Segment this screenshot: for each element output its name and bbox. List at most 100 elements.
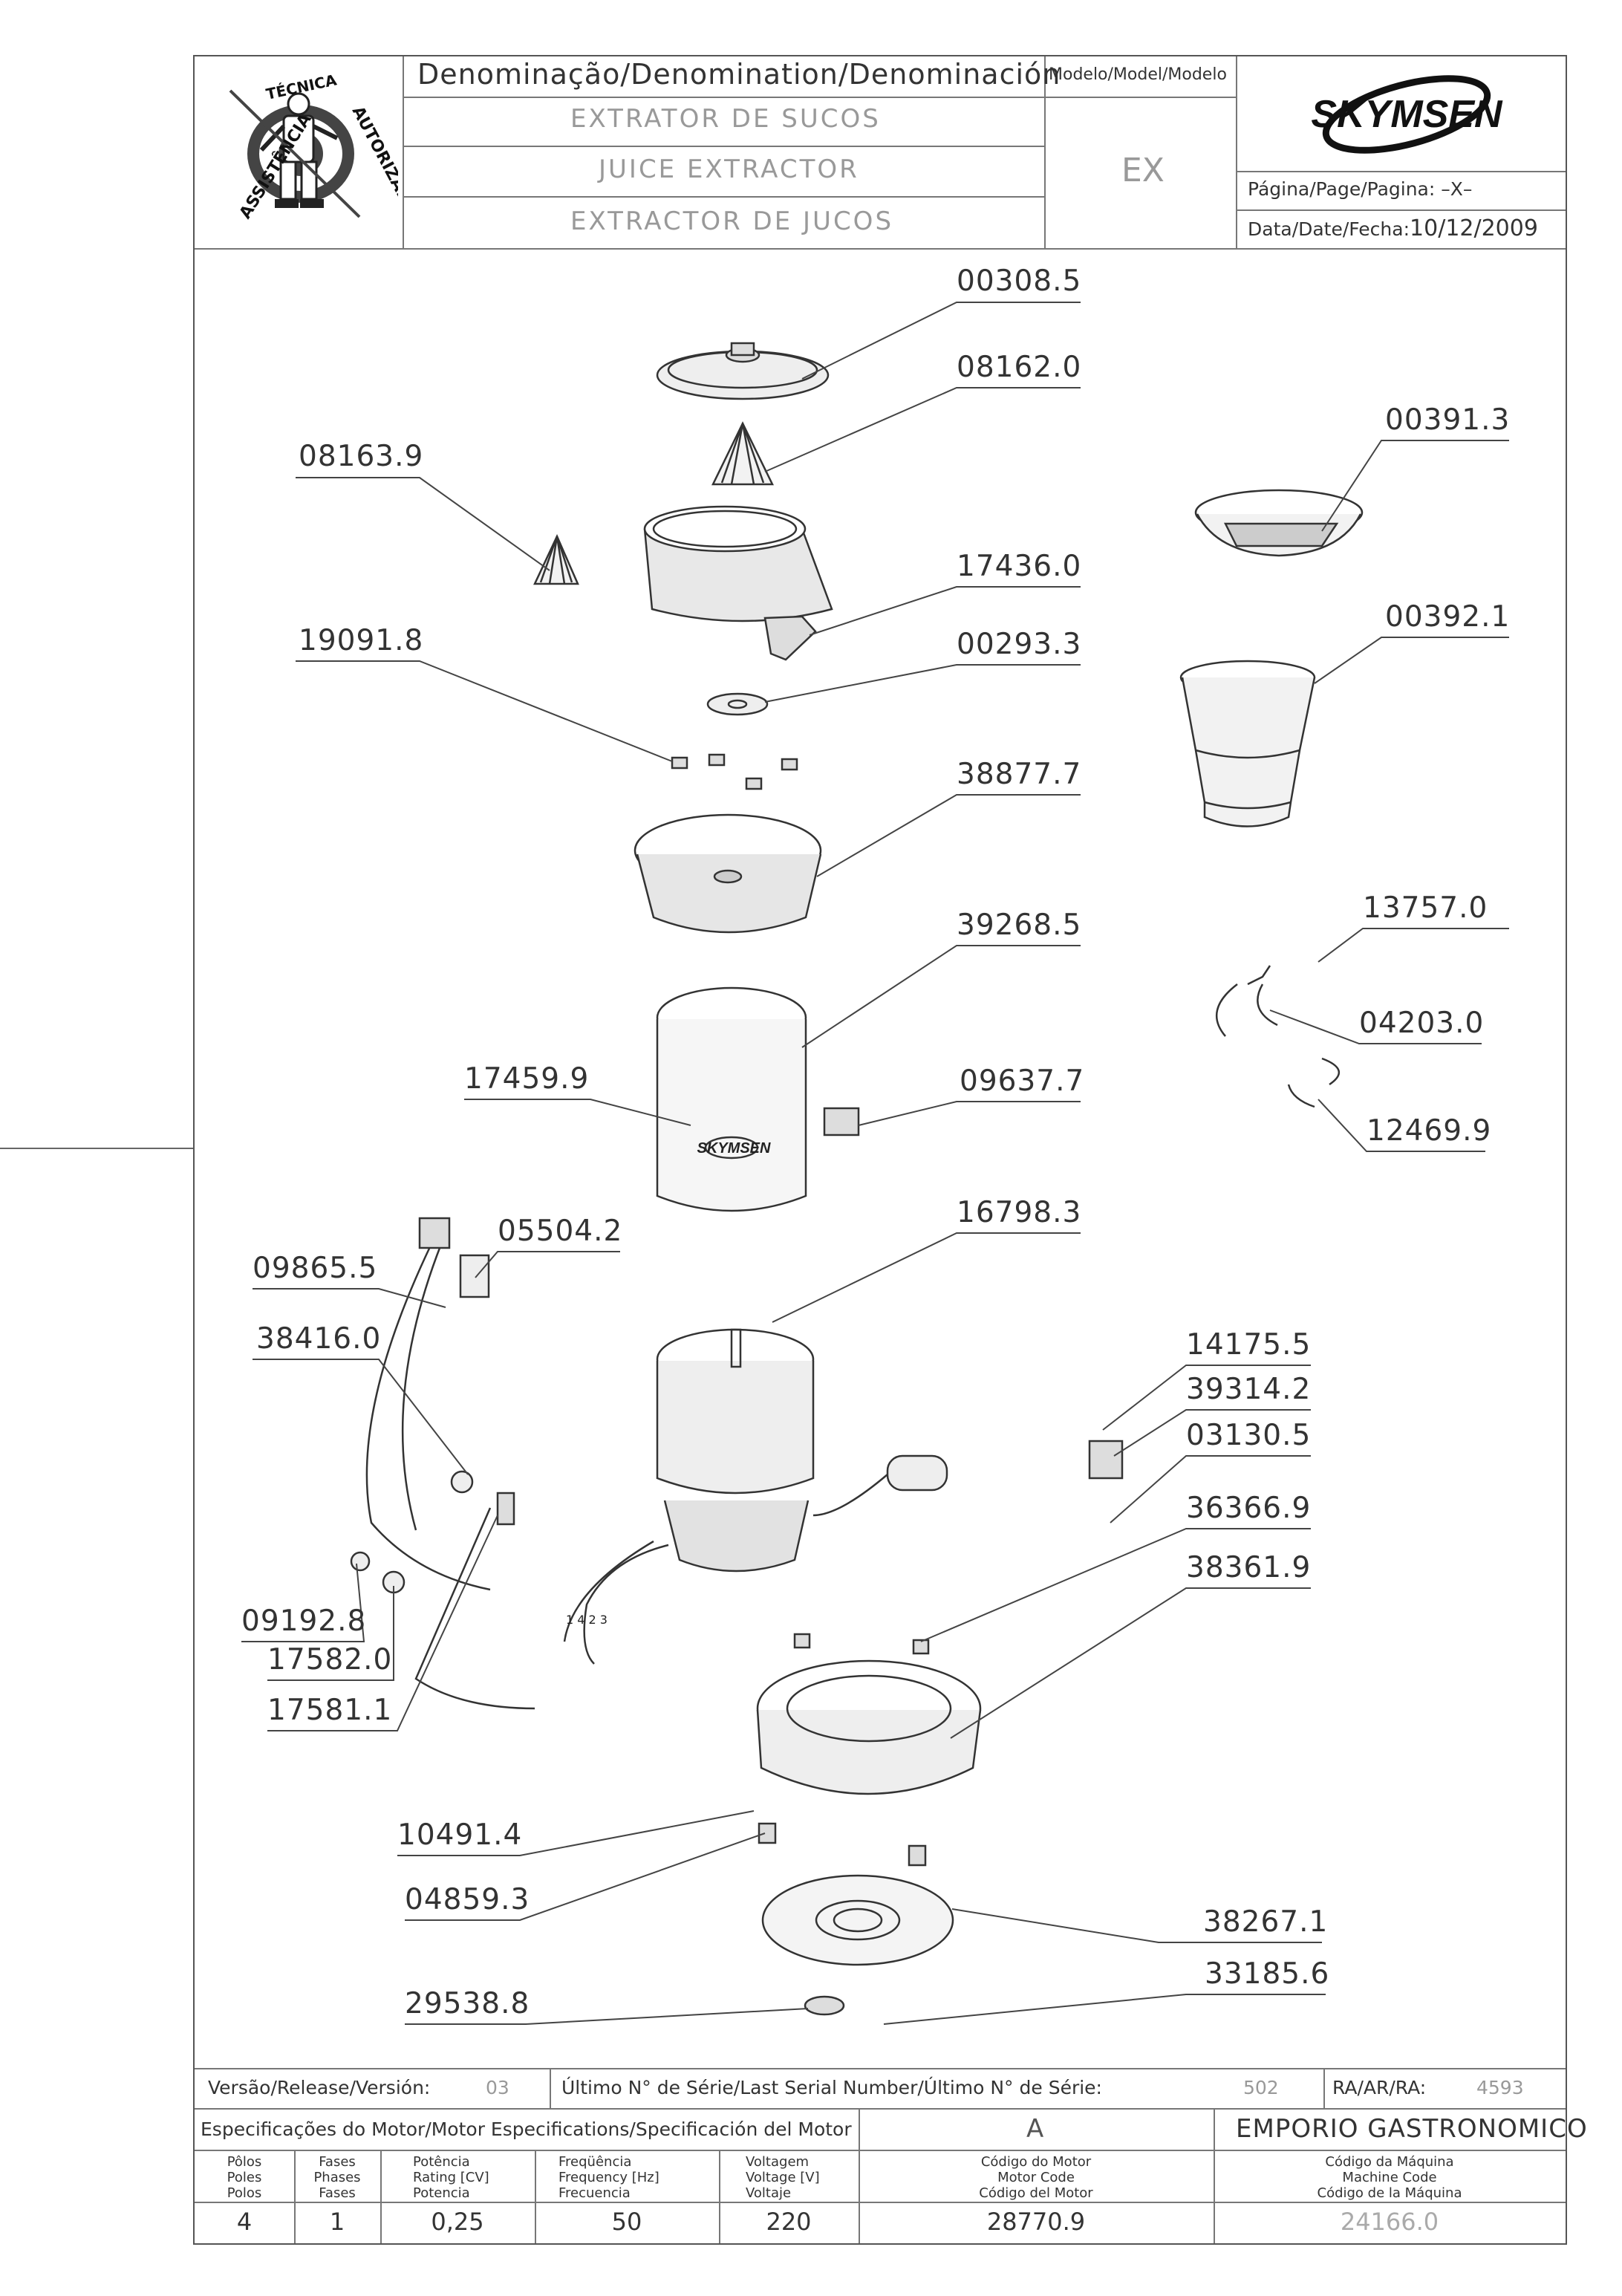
base-bowl-part	[634, 813, 822, 934]
product-name-pt: EXTRATOR DE SUCOS	[570, 104, 881, 134]
footer-divider	[550, 2068, 551, 2108]
header-rule	[403, 196, 1044, 198]
part-number-label: 00392.1	[1385, 600, 1511, 634]
bottom-plate-part	[761, 1874, 954, 1966]
header-rule	[1236, 171, 1566, 172]
col-label: Voltagem	[746, 2154, 810, 2170]
poles-value: 4	[236, 2208, 253, 2236]
header-rule	[1236, 209, 1566, 211]
header-divider	[1044, 56, 1046, 248]
denomination-label: Denominação/Denomination/Denominación	[417, 58, 1061, 91]
col-label: Phases	[313, 2170, 361, 2185]
serial-label: Último N° de Série/Last Serial Number/Úl…	[561, 2077, 1102, 2098]
motor-code-value: 28770.9	[986, 2208, 1086, 2236]
client-name: EMPORIO GASTRONOMICO	[1236, 2114, 1588, 2144]
header-rule	[403, 97, 1044, 98]
part-number-label: 09637.7	[960, 1064, 1085, 1098]
product-name-en: JUICE EXTRACTOR	[599, 155, 859, 184]
part-number-label: 03130.5	[1186, 1419, 1312, 1452]
col-label: Frequency [Hz]	[558, 2170, 659, 2185]
foot-part	[908, 1844, 927, 1867]
col-label: Voltaje	[746, 2185, 792, 2201]
col-label: Pôlos	[227, 2154, 262, 2170]
part-number-label: 10491.4	[397, 1818, 523, 1852]
part-number-label: 08163.9	[299, 440, 424, 473]
footer-divider	[859, 2108, 860, 2243]
motor-spec-label: Especificações do Motor/Motor Especifica…	[201, 2118, 852, 2140]
authorized-assistance-seal: ASSISTÊNCIA TÉCNICA AUTORIZADA	[229, 71, 398, 222]
product-name-es: EXTRACTOR DE JUCOS	[570, 206, 894, 236]
col-label: Código del Motor	[979, 2185, 1093, 2201]
ra-value: 4593	[1476, 2077, 1524, 2098]
footer-top-rule	[195, 2068, 1566, 2069]
part-number-label: 12469.9	[1367, 1114, 1492, 1148]
page-label: Página/Page/Pagina: –X–	[1248, 178, 1473, 200]
date-value: 10/12/2009	[1410, 215, 1538, 241]
col-label: Freqüência	[558, 2154, 632, 2170]
part-number-label: 17436.0	[957, 550, 1082, 583]
date-label: Data/Date/Fecha:	[1248, 218, 1410, 240]
part-number-label: 00391.3	[1385, 403, 1511, 437]
footer-rule	[195, 2150, 1566, 2151]
col-label: Polos	[227, 2185, 262, 2201]
col-label: Machine Code	[1342, 2170, 1437, 2185]
col-label: Fases	[319, 2154, 356, 2170]
model-label: Modelo/Model/Modelo	[1049, 65, 1227, 84]
part-number-label: 39268.5	[957, 908, 1082, 942]
part-number-label: 38267.1	[1203, 1905, 1329, 1939]
page-cut-line	[0, 1148, 193, 1149]
part-number-label: 09865.5	[253, 1252, 378, 1285]
part-number-label: 05504.2	[498, 1214, 623, 1248]
part-number-label: 38361.9	[1186, 1551, 1312, 1584]
wiring-harness-part	[350, 1217, 669, 1710]
header-bottom-rule	[195, 248, 1566, 250]
model-value: EX	[1121, 152, 1165, 189]
header-rule	[1044, 97, 1236, 98]
motor-base-part	[756, 1633, 982, 1795]
col-label: Poles	[227, 2170, 262, 2185]
footer-rule	[195, 2108, 1566, 2110]
reamer-large-part	[711, 421, 775, 486]
motor-housing-part	[656, 986, 807, 1212]
strainer-basket-part	[1194, 489, 1364, 557]
part-number-label: 36366.9	[1186, 1492, 1312, 1525]
brand-name: SKYMSEN	[1311, 93, 1503, 136]
reamer-small-part	[533, 533, 579, 585]
capacitor-part	[812, 1454, 948, 1517]
version-label: Versão/Release/Versión:	[208, 2077, 431, 2098]
voltage-value: 220	[766, 2208, 812, 2236]
header-divider	[403, 56, 404, 248]
version-value: 03	[486, 2077, 509, 2098]
part-number-label: 00308.5	[957, 264, 1082, 298]
lid-part	[656, 342, 830, 400]
part-number-label: 08162.0	[957, 351, 1082, 384]
label-sticker-part	[823, 1107, 860, 1136]
motor-spec-value: A	[1026, 2114, 1044, 2144]
col-label: Frecuencia	[558, 2185, 631, 2201]
part-number-label: 33185.6	[1205, 1957, 1330, 1991]
ra-label: RA/AR/RA:	[1332, 2077, 1427, 2098]
washer-part	[706, 692, 769, 716]
part-number-label: 17581.1	[267, 1694, 393, 1727]
housing-logo-text: SKYMSEN	[697, 1140, 771, 1157]
col-label: Voltage [V]	[746, 2170, 820, 2185]
footer-divider	[294, 2150, 296, 2243]
part-number-label: 39314.2	[1186, 1373, 1312, 1406]
header-rule	[403, 146, 1044, 147]
footer-divider	[1214, 2108, 1215, 2243]
part-number-label: 38877.7	[957, 758, 1082, 791]
part-number-label: 17582.0	[267, 1643, 393, 1677]
skymsen-logo: SKYMSEN	[1311, 75, 1503, 154]
part-number-label: 16798.3	[957, 1196, 1082, 1229]
part-number-label: 04859.3	[405, 1883, 530, 1916]
serial-value: 502	[1243, 2077, 1279, 2098]
footer-rule	[195, 2202, 1566, 2203]
